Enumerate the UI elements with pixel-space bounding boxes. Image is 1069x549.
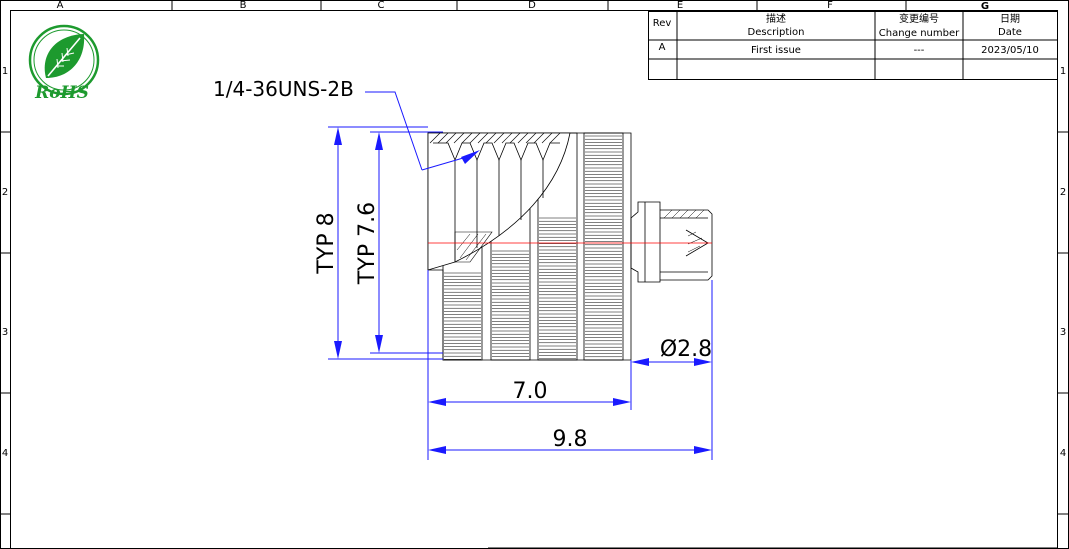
description-cell: First issue [751,45,801,56]
rear-pin [630,201,713,283]
zone-col-c: C [378,0,385,11]
rohs-leaf-icon [28,24,100,96]
dimension-typ-7-6: TYP 7.6 [355,131,443,354]
description-header-en: Description [748,27,805,38]
zone-col-g: G [981,1,989,12]
zone-labels: A B C D E F G 1 2 3 4 1 2 3 4 [2,0,1066,459]
thread-callout: 1/4-36UNS-2B [213,77,480,171]
change-header-cn: 变更编号 [899,12,939,25]
dimension-7-0: 7.0 [427,270,632,460]
knurl-ring-2 [490,132,531,361]
zone-row-4-left: 4 [2,448,8,459]
dia-2-8-label: Ø2.8 [660,337,712,362]
date-header-en: Date [998,27,1022,38]
typ-8-label: TYP 8 [314,212,339,274]
zone-row-2-right: 2 [1060,187,1066,198]
len-9-8-label: 9.8 [553,427,588,452]
zone-col-d: D [528,0,536,11]
section-cutaway [427,132,571,271]
len-7-0-label: 7.0 [513,379,548,404]
revision-table: Rev 描述 Description 变更编号 Change number 日期… [648,11,1058,80]
zone-col-b: B [240,0,247,11]
dimensions: TYP 8 TYP 7.6 7.0 9.8 [213,77,713,460]
rev-header: Rev [653,18,672,29]
description-header-cn: 描述 [766,12,786,25]
knurl-ring-4 [583,132,624,361]
zone-row-3-left: 3 [2,327,8,338]
rev-cell: A [659,42,666,53]
zone-row-1-right: 1 [1060,66,1066,77]
zone-col-f: F [827,0,833,11]
rohs-logo-text: RoHS [34,83,89,103]
zone-col-a: A [57,0,64,11]
date-cell: 2023/05/10 [981,45,1039,56]
zone-row-4-right: 4 [1060,448,1066,459]
connector-part [427,132,713,361]
dimension-dia-2-8: Ø2.8 [631,337,712,366]
zone-row-1-left: 1 [2,66,8,77]
typ-7-6-label: TYP 7.6 [355,202,380,285]
thread-spec-label: 1/4-36UNS-2B [213,77,354,101]
date-header-cn: 日期 [1000,13,1020,25]
dimension-9-8: 9.8 [428,280,713,460]
zone-row-2-left: 2 [2,187,8,198]
change-cell: --- [914,45,925,56]
zone-col-e: E [677,0,683,11]
rohs-logo: RoHS [28,24,100,103]
knurl-ring-3 [537,132,578,361]
change-header-en: Change number [879,28,960,39]
dimension-typ-8: TYP 8 [314,126,443,360]
zone-row-3-right: 3 [1060,327,1066,338]
